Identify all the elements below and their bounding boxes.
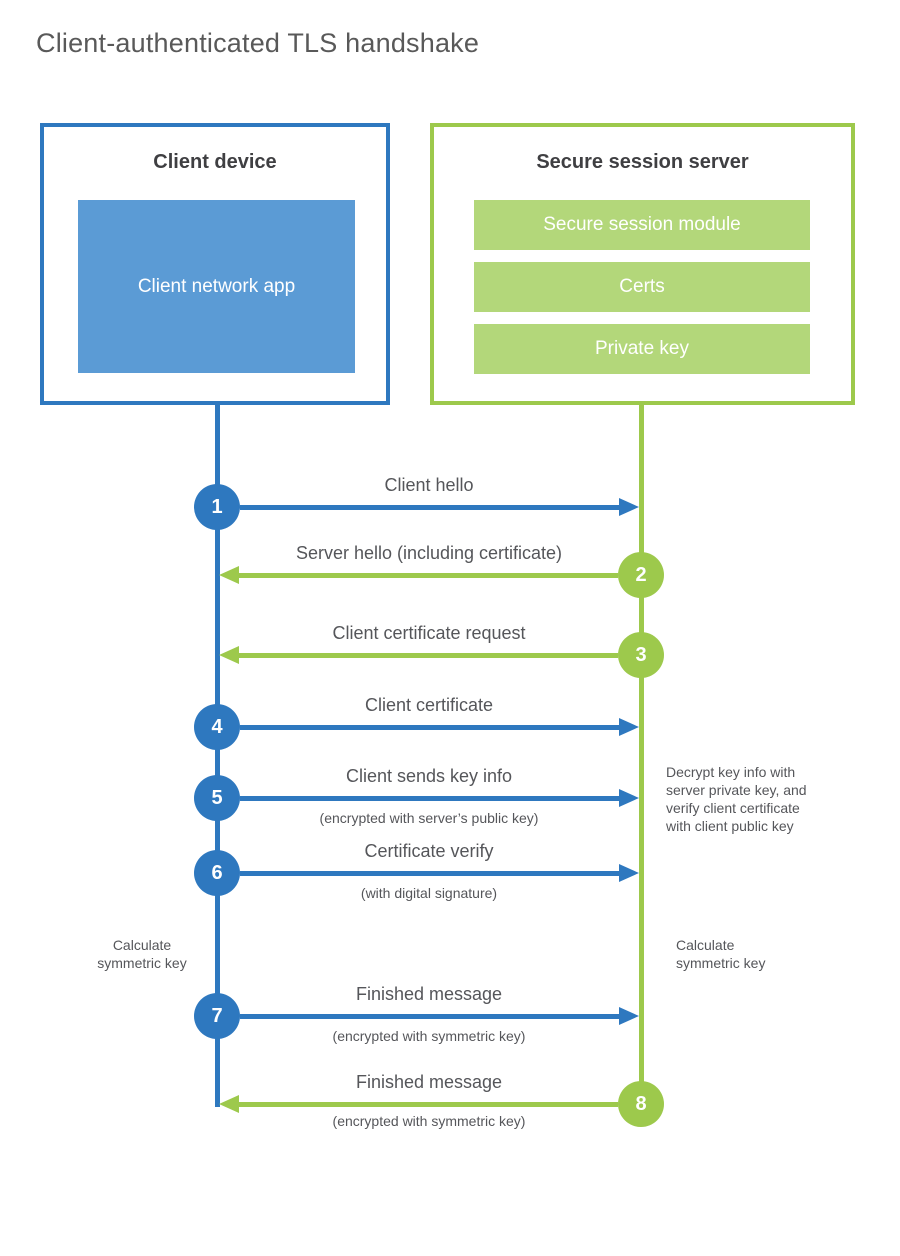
step-6-arrow	[240, 864, 639, 882]
private-key-bar: Private key	[474, 324, 810, 374]
client-network-app-module: Client network app	[78, 200, 355, 373]
arrowhead-left-icon	[219, 566, 239, 584]
arrow-shaft	[240, 1013, 619, 1019]
certs-bar: Certs	[474, 262, 810, 312]
step-2-badge: 2	[618, 552, 664, 598]
step-1-badge: 1	[194, 484, 240, 530]
arrowhead-left-icon	[219, 1095, 239, 1113]
step-3-arrow	[219, 646, 618, 664]
arrowhead-right-icon	[619, 789, 639, 807]
calculate-symmetric-key-left: Calculate symmetric key	[97, 937, 187, 971]
step-5-label: Client sends key info	[345, 766, 513, 786]
secure-session-server-box: Secure session server Secure session mod…	[430, 123, 855, 405]
arrow-shaft	[239, 1101, 618, 1107]
step-8-label: Finished message	[355, 1072, 503, 1092]
client-device-box: Client device Client network app	[40, 123, 390, 405]
step-6-badge: 6	[194, 850, 240, 896]
step-7-arrow	[240, 1007, 639, 1025]
step-5-sublabel: (encrypted with server’s public key)	[319, 810, 539, 826]
arrowhead-right-icon	[619, 1007, 639, 1025]
page-title: Client-authenticated TLS handshake	[36, 28, 480, 58]
arrow-shaft	[240, 795, 619, 801]
step-1-label: Client hello	[384, 475, 474, 495]
step-6-label: Certificate verify	[364, 841, 494, 861]
arrowhead-left-icon	[219, 646, 239, 664]
step-5-arrow	[240, 789, 639, 807]
arrowhead-right-icon	[619, 864, 639, 882]
step-6-sublabel: (with digital signature)	[360, 885, 498, 901]
calculate-symmetric-key-right: Calculate symmetric key	[676, 937, 766, 971]
step-8-badge: 8	[618, 1081, 664, 1127]
step-8-sublabel: (encrypted with symmetric key)	[332, 1113, 526, 1129]
step-8-arrow	[219, 1095, 618, 1113]
step-7-label: Finished message	[355, 984, 503, 1004]
step-5-badge: 5	[194, 775, 240, 821]
step-2-arrow	[219, 566, 618, 584]
arrow-shaft	[240, 724, 619, 730]
arrowhead-right-icon	[619, 498, 639, 516]
decrypt-key-note: Decrypt key info with server private key…	[666, 764, 807, 834]
step-3-badge: 3	[618, 632, 664, 678]
step-4-arrow	[240, 718, 639, 736]
step-2-label: Server hello (including certificate)	[295, 543, 563, 563]
step-4-label: Client certificate	[364, 695, 494, 715]
step-4-badge: 4	[194, 704, 240, 750]
arrow-shaft	[240, 870, 619, 876]
arrowhead-right-icon	[619, 718, 639, 736]
step-7-badge: 7	[194, 993, 240, 1039]
client-lifeline	[215, 405, 220, 1107]
step-3-label: Client certificate request	[332, 623, 526, 643]
secure-session-server-title: Secure session server	[536, 151, 749, 173]
client-device-title: Client device	[153, 151, 277, 173]
arrow-shaft	[240, 504, 619, 510]
arrow-shaft	[239, 572, 618, 578]
secure-session-module-bar: Secure session module	[474, 200, 810, 250]
server-lifeline	[639, 405, 644, 1104]
client-network-app-label: Client network app	[137, 276, 296, 297]
step-1-arrow	[240, 498, 639, 516]
arrow-shaft	[239, 652, 618, 658]
step-7-sublabel: (encrypted with symmetric key)	[332, 1028, 526, 1044]
